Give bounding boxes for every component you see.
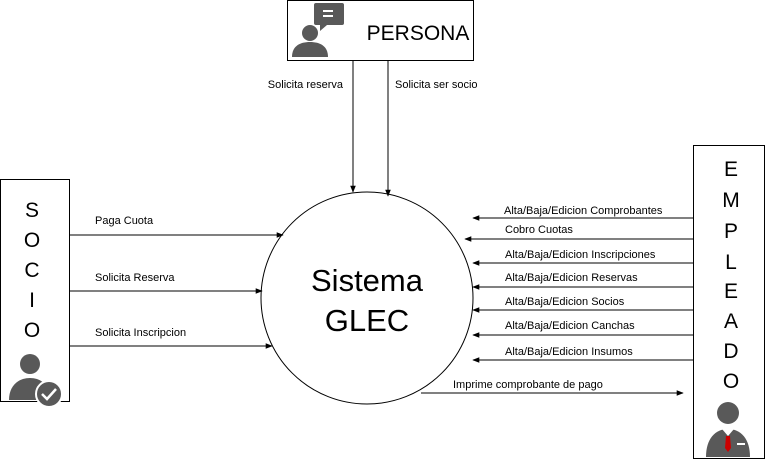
empleado-entity: E M P L E A D O bbox=[693, 145, 765, 459]
empleado-letter: M bbox=[722, 189, 740, 212]
persona-flow-label: Solicita ser socio bbox=[395, 79, 478, 91]
employee-icon bbox=[706, 402, 750, 457]
persona-label: PERSONA bbox=[367, 22, 470, 45]
system-process: Sistema GLEC bbox=[260, 191, 474, 405]
empleado-flow: Alta/Baja/Edicion Socios bbox=[472, 296, 693, 313]
persona-flow-label: Solicita reserva bbox=[268, 79, 344, 91]
socio-letter: S bbox=[25, 199, 39, 222]
empleado-flow-label: Alta/Baja/Edicion Reservas bbox=[505, 272, 638, 284]
person-chat-icon bbox=[292, 3, 344, 57]
empleado-flow: Alta/Baja/Edicion Insumos bbox=[472, 346, 693, 363]
persona-flow: Solicita reserva bbox=[268, 61, 356, 193]
empleado-letter: D bbox=[723, 340, 738, 363]
persona-entity: PERSONA bbox=[287, 0, 474, 61]
empleado-flow: Alta/Baja/Edicion Comprobantes bbox=[472, 205, 693, 221]
empleado-flow-label: Alta/Baja/Edicion Insumos bbox=[505, 346, 633, 358]
output-flow-label: Imprime comprobante de pago bbox=[453, 379, 603, 391]
empleado-flow-label: Alta/Baja/Edicion Canchas bbox=[505, 320, 635, 332]
socio-letter: C bbox=[24, 259, 39, 282]
empleado-letter: O bbox=[723, 370, 739, 393]
empleado-letter: E bbox=[724, 158, 738, 181]
socio-letter: I bbox=[29, 289, 35, 312]
socio-flow-label: Paga Cuota bbox=[95, 215, 154, 227]
empleado-flow-label: Cobro Cuotas bbox=[505, 224, 573, 236]
empleado-flow-label: Alta/Baja/Edicion Inscripciones bbox=[505, 249, 656, 261]
empleado-flow: Alta/Baja/Edicion Inscripciones bbox=[472, 249, 693, 266]
empleado-letter: E bbox=[724, 280, 738, 303]
empleado-letter: P bbox=[724, 220, 738, 243]
socio-letter: O bbox=[24, 229, 40, 252]
empleado-flow: Alta/Baja/Edicion Canchas bbox=[472, 320, 693, 338]
system-name-line2: GLEC bbox=[325, 303, 409, 338]
socio-letter: O bbox=[24, 319, 40, 342]
empleado-letter: L bbox=[725, 251, 737, 274]
socio-flow: Solicita Reserva bbox=[70, 272, 263, 294]
socio-entity: S O C I O bbox=[0, 179, 70, 408]
persona-flow: Solicita ser socio bbox=[385, 61, 478, 197]
empleado-flow: Cobro Cuotas bbox=[464, 224, 693, 242]
empleado-letter: A bbox=[724, 310, 738, 333]
empleado-flow-label: Alta/Baja/Edicion Socios bbox=[505, 296, 625, 308]
empleado-flow: Alta/Baja/Edicion Reservas bbox=[472, 272, 693, 290]
socio-flow-label: Solicita Reserva bbox=[95, 272, 175, 284]
output-flow: Imprime comprobante de pago bbox=[421, 379, 684, 396]
socio-flow-label: Solicita Inscripcion bbox=[95, 327, 186, 339]
socio-flow: Paga Cuota bbox=[70, 215, 284, 238]
system-circle bbox=[260, 191, 474, 405]
person-check-icon bbox=[9, 354, 63, 408]
empleado-flow-label: Alta/Baja/Edicion Comprobantes bbox=[504, 205, 663, 217]
socio-flow: Solicita Inscripcion bbox=[70, 327, 273, 349]
system-name-line1: Sistema bbox=[311, 263, 424, 298]
